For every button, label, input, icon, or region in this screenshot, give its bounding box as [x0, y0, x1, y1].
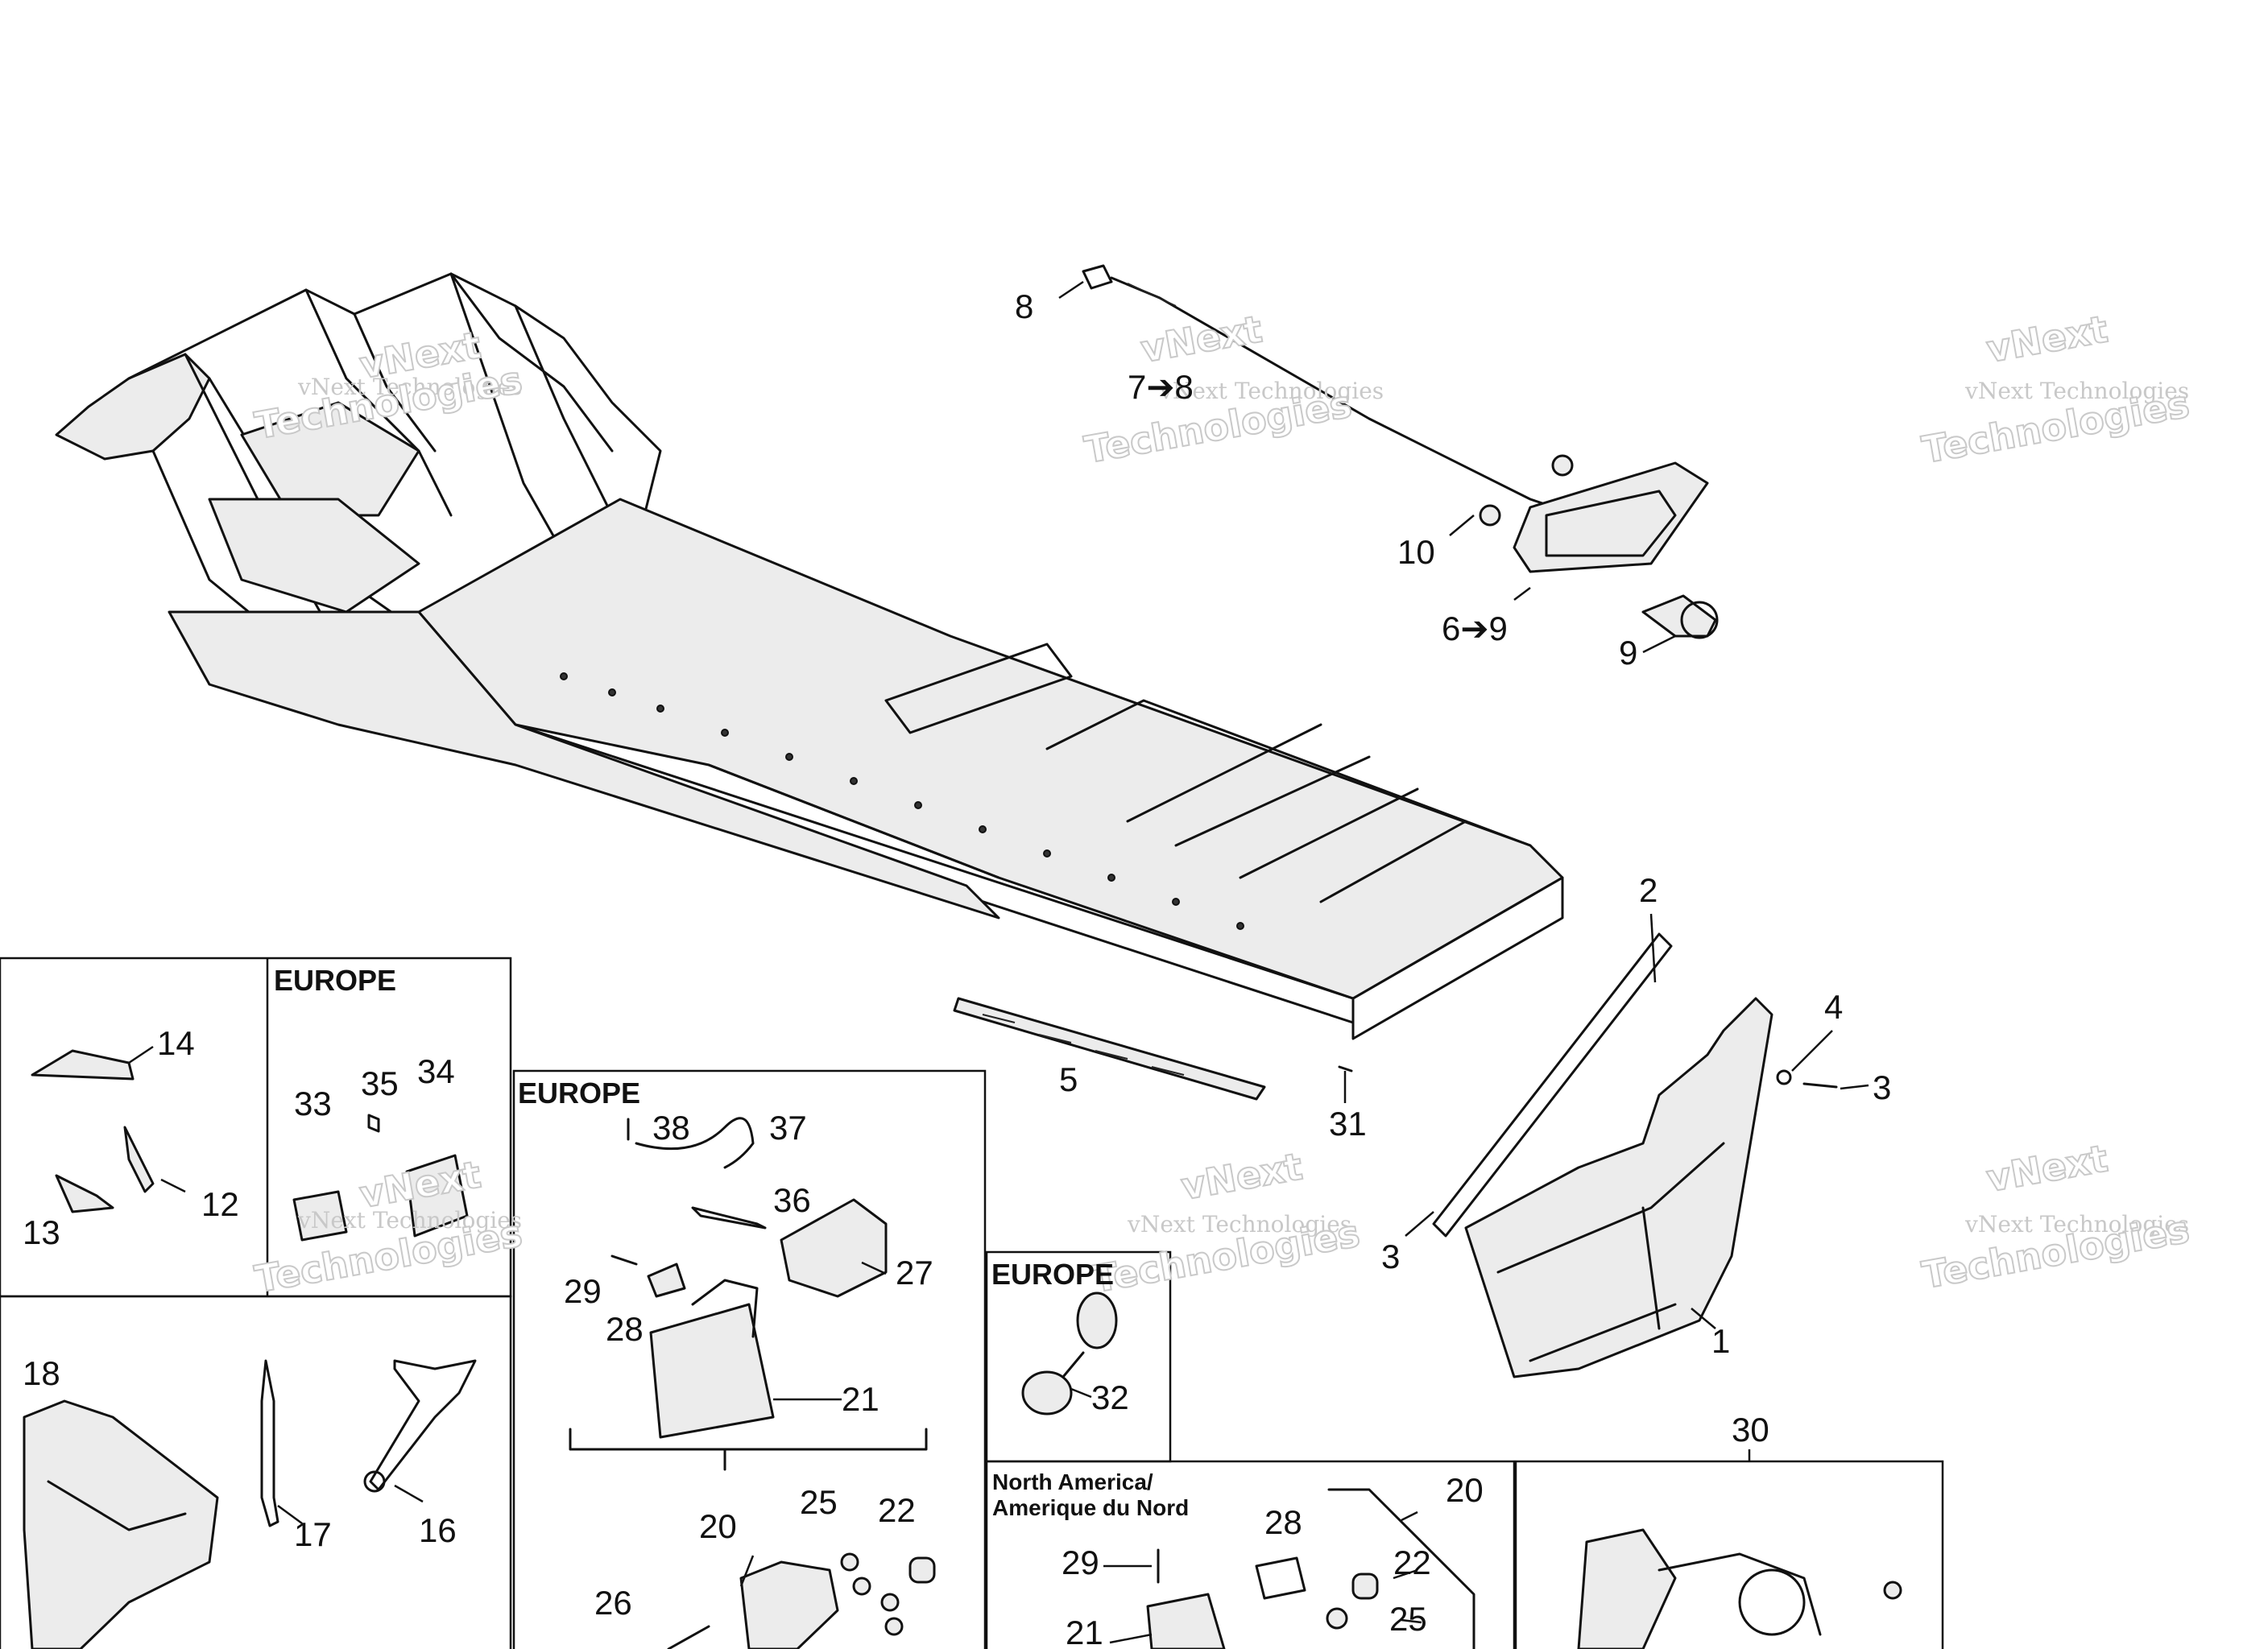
callout-34: 34 — [417, 1052, 455, 1090]
callout-7-to-8: 7➔8 — [1128, 368, 1194, 406]
watermark: vNext — [1984, 1136, 2111, 1200]
watermark: vNext Technologies — [1964, 1211, 2189, 1238]
callout-22: 22 — [878, 1491, 916, 1529]
callout-29: 29 — [1062, 1544, 1099, 1581]
box-title-europe: EUROPE — [518, 1077, 640, 1110]
callout-14: 14 — [157, 1024, 195, 1062]
watermark: vNext Technologies — [1964, 378, 2189, 404]
callout-5: 5 — [1059, 1060, 1078, 1098]
callout-21: 21 — [1066, 1614, 1103, 1649]
callout-3: 3 — [1873, 1068, 1891, 1106]
callout-22: 22 — [1393, 1544, 1431, 1581]
watermark: vNext — [1138, 307, 1265, 370]
watermark: vNext Technologies — [297, 1207, 522, 1234]
callout-3: 3 — [1381, 1238, 1400, 1275]
callout-32: 32 — [1091, 1378, 1129, 1416]
small-parts — [23, 1049, 1902, 1649]
callout-6-to-9: 6➔9 — [1442, 610, 1508, 647]
box-title-europe: EUROPE — [274, 964, 396, 997]
callout-28: 28 — [1264, 1503, 1302, 1541]
callout-35: 35 — [361, 1064, 399, 1102]
callout-9: 9 — [1619, 634, 1637, 672]
box-title-north-america: Amerique du Nord — [992, 1495, 1189, 1520]
watermark: vNext — [1984, 307, 2111, 370]
callout-25: 25 — [800, 1483, 838, 1521]
watermark: vNext Technologies — [1127, 1211, 1351, 1238]
callout-31: 31 — [1329, 1105, 1367, 1143]
box-title-north-america: North America/ — [992, 1469, 1153, 1494]
callout-13: 13 — [23, 1213, 60, 1251]
callout-30: 30 — [1732, 1411, 1769, 1449]
watermark: vNext Technologies — [297, 374, 522, 400]
callout-27: 27 — [896, 1254, 933, 1292]
callout-12: 12 — [201, 1185, 239, 1223]
mudflap-assembly — [953, 932, 1838, 1378]
callout-18: 18 — [23, 1354, 60, 1392]
watermark: vNext Technologies — [1159, 378, 1384, 404]
tail-light-assembly — [1082, 264, 1719, 639]
callout-26: 26 — [594, 1584, 632, 1622]
callout-25: 25 — [1389, 1600, 1427, 1638]
callout-10: 10 — [1397, 533, 1435, 571]
callout-2: 2 — [1639, 871, 1658, 909]
callout-28: 28 — [606, 1310, 644, 1348]
leader-lines — [128, 280, 1869, 1644]
callout-1: 1 — [1711, 1322, 1730, 1360]
frame-chassis — [55, 272, 1564, 1040]
callout-8: 8 — [1015, 287, 1033, 325]
callout-29: 29 — [564, 1272, 602, 1310]
callout-36: 36 — [773, 1181, 811, 1219]
box-title-europe: EUROPE — [991, 1258, 1114, 1291]
callouts: 8 7➔8 10 6➔9 9 2 4 3 5 31 3 1 14 12 13 3… — [23, 287, 1891, 1649]
callout-17: 17 — [294, 1515, 332, 1553]
callout-37: 37 — [769, 1109, 807, 1147]
callout-20: 20 — [1446, 1471, 1484, 1509]
inset-boxes — [0, 957, 1944, 1649]
callout-16: 16 — [419, 1511, 457, 1549]
watermark: vNext — [357, 1152, 484, 1216]
box-titles: EUROPE EUROPE EUROPE North America/ Amer… — [274, 964, 1189, 1520]
callout-38: 38 — [652, 1109, 690, 1147]
callout-33: 33 — [294, 1085, 332, 1122]
callout-21: 21 — [842, 1380, 879, 1418]
callout-4: 4 — [1824, 988, 1843, 1026]
callout-20: 20 — [699, 1507, 737, 1545]
watermark: vNext — [1178, 1144, 1306, 1208]
